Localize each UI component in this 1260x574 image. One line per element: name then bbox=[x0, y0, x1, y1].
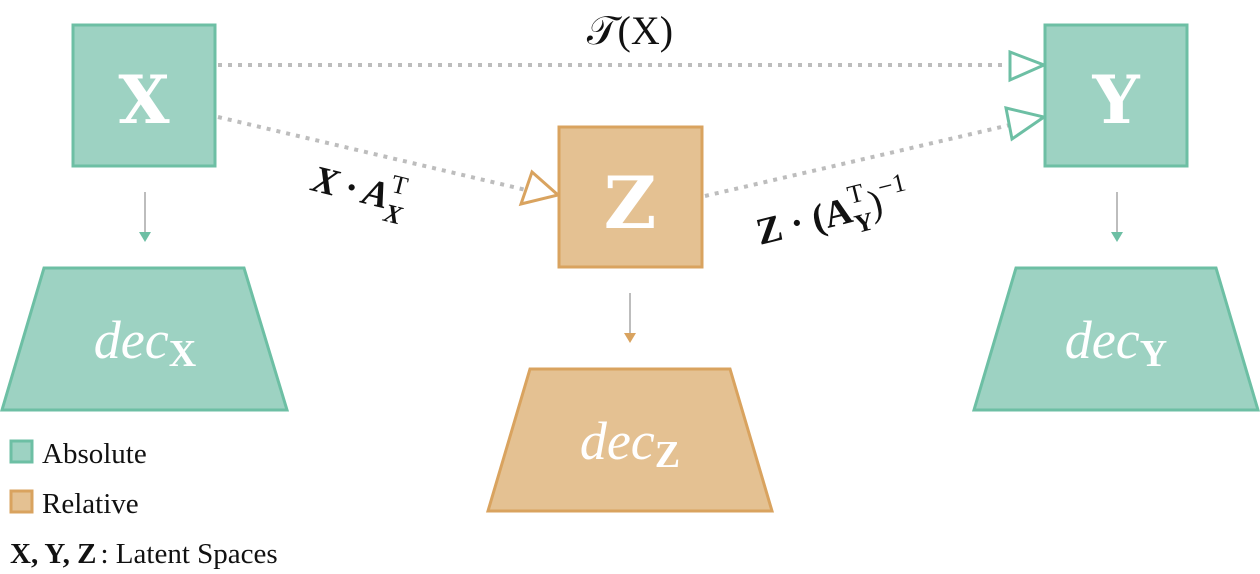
edge-label-x-to-z: X · ATX bbox=[305, 150, 413, 231]
edge-z-to-y bbox=[704, 123, 1011, 198]
legend-relative-label: Relative bbox=[42, 488, 139, 520]
legend-absolute-label: Absolute bbox=[42, 438, 147, 470]
decoder-x-label: decX bbox=[94, 310, 196, 375]
edge-x-to-z bbox=[217, 115, 527, 192]
decoder-z-label: decZ bbox=[580, 411, 680, 476]
arrowhead-z-dec bbox=[624, 333, 636, 343]
arrowhead-y-dec bbox=[1111, 232, 1123, 242]
decoder-z bbox=[485, 367, 775, 513]
node-y-label: Y bbox=[1091, 61, 1140, 139]
edge-label-x-to-y: 𝒯(X) bbox=[587, 8, 673, 53]
node-x bbox=[71, 23, 217, 168]
node-y bbox=[1043, 23, 1189, 168]
decoder-y-label: decY bbox=[1065, 310, 1167, 375]
arrowhead-x-to-z bbox=[518, 169, 562, 207]
arrowhead-z-to-y bbox=[1004, 106, 1048, 142]
arrowhead-x-to-y bbox=[1008, 49, 1048, 83]
legend-relative-swatch bbox=[9, 489, 34, 514]
decoder-x bbox=[0, 266, 290, 412]
arrowhead-x-dec bbox=[139, 232, 151, 242]
legend-latent-spaces: X, Y, Z: Latent Spaces bbox=[10, 538, 278, 570]
legend-absolute-swatch bbox=[9, 439, 34, 464]
decoder-y bbox=[971, 266, 1260, 412]
node-z bbox=[557, 125, 704, 269]
node-x-label: X bbox=[118, 61, 170, 139]
node-z-label: Z bbox=[604, 160, 657, 245]
